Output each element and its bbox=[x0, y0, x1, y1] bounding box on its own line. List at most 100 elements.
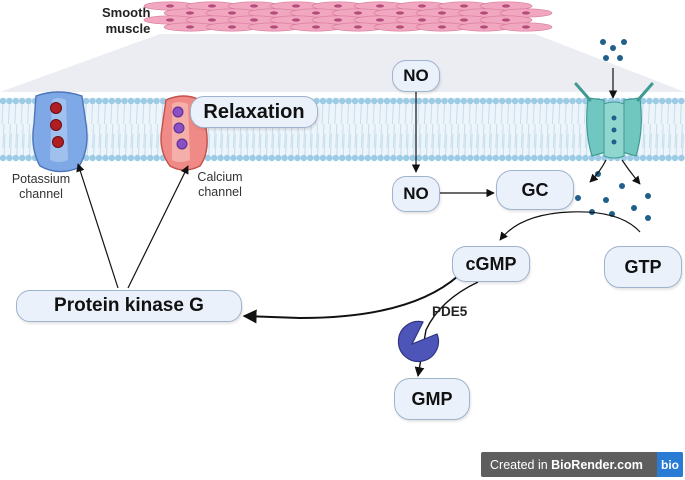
lipid-head bbox=[575, 154, 583, 162]
lipid-head bbox=[550, 97, 557, 105]
arrow-pkg-to-potassium bbox=[76, 163, 119, 289]
smooth-muscle-tissue bbox=[143, 1, 553, 32]
arrow-channel-out-left bbox=[589, 159, 607, 183]
lipid-head bbox=[159, 97, 167, 105]
lipid-head bbox=[659, 97, 666, 105]
cgmp-node: cGMP bbox=[452, 246, 530, 282]
lipid-head bbox=[313, 154, 320, 162]
arrow-gtp-to-cgmp bbox=[499, 211, 641, 241]
lipid-head bbox=[499, 97, 506, 105]
lipid-head bbox=[537, 97, 544, 105]
lipid-head bbox=[134, 154, 141, 162]
lipid-head bbox=[460, 154, 467, 162]
lipid-head bbox=[0, 97, 7, 105]
lipid-head bbox=[383, 154, 391, 162]
lipid-head bbox=[428, 97, 435, 105]
molecule-dot bbox=[645, 193, 651, 199]
lipid-head bbox=[108, 97, 116, 105]
badge-text: Created in BioRender.com bbox=[481, 458, 657, 472]
lipid-head bbox=[140, 154, 147, 162]
lipid-head bbox=[511, 97, 519, 105]
lipid-head bbox=[563, 97, 570, 105]
lipid-head bbox=[383, 97, 391, 105]
smooth-muscle-label-line2: muscle bbox=[105, 21, 151, 36]
lipid-head bbox=[524, 154, 531, 162]
lipid-head bbox=[217, 154, 224, 162]
badge-prefix: Created in bbox=[490, 457, 552, 472]
lipid-head bbox=[326, 97, 333, 105]
zoom-cone bbox=[0, 34, 685, 92]
biorender-badge: Created in BioRender.com bio bbox=[481, 452, 683, 477]
lipid-head bbox=[371, 97, 378, 105]
lipid-head bbox=[403, 97, 410, 105]
lipid-head bbox=[486, 97, 493, 105]
lipid-head bbox=[358, 154, 365, 162]
potassium-channel-icon bbox=[32, 91, 88, 173]
lipid-head bbox=[249, 154, 256, 162]
protein-kinase-g-node: Protein kinase G bbox=[16, 290, 242, 322]
lipid-head bbox=[505, 154, 512, 162]
molecule-dot bbox=[619, 183, 625, 189]
molecule-dot bbox=[631, 205, 637, 211]
lipid-head bbox=[422, 154, 429, 162]
gc-node: GC bbox=[496, 170, 574, 210]
lipid-head bbox=[441, 97, 448, 105]
lipid-head bbox=[262, 154, 269, 162]
lipid-head bbox=[339, 154, 346, 162]
lipid-head bbox=[428, 154, 435, 162]
lipid-head bbox=[121, 154, 128, 162]
lipid-head bbox=[671, 154, 679, 162]
lipid-head bbox=[287, 154, 295, 162]
lipid-head bbox=[243, 154, 250, 162]
lipid-head bbox=[518, 97, 525, 105]
lipid-head bbox=[479, 97, 487, 105]
lipid-head bbox=[204, 154, 211, 162]
no-molecules-extracellular bbox=[600, 39, 627, 61]
lipid-head bbox=[409, 154, 416, 162]
lipid-head bbox=[108, 154, 116, 162]
lipid-head bbox=[460, 97, 467, 105]
lipid-head bbox=[95, 154, 103, 162]
lipid-head bbox=[646, 97, 653, 105]
lipid-head bbox=[19, 97, 26, 105]
lipid-head bbox=[652, 97, 659, 105]
lipid-head bbox=[505, 97, 512, 105]
calcium-label-line1: Calcium bbox=[197, 170, 243, 184]
lipid-head bbox=[358, 97, 365, 105]
molecule-dot bbox=[621, 39, 627, 45]
lipid-head bbox=[396, 97, 403, 105]
lipid-head bbox=[255, 154, 263, 162]
lipid-head bbox=[499, 154, 506, 162]
lipid-head bbox=[236, 154, 243, 162]
lipid-head bbox=[467, 154, 474, 162]
lipid-head bbox=[95, 97, 103, 105]
lipid-head bbox=[377, 97, 384, 105]
lipid-head bbox=[511, 154, 519, 162]
lipid-head bbox=[102, 97, 109, 105]
lipid-head bbox=[678, 154, 685, 162]
lipid-head bbox=[371, 154, 378, 162]
lipid-head bbox=[268, 154, 275, 162]
lipid-head bbox=[390, 97, 397, 105]
lipid-head bbox=[332, 97, 339, 105]
molecule-dot bbox=[645, 215, 651, 221]
potassium-label-line1: Potassium bbox=[11, 172, 71, 186]
lipid-head bbox=[531, 97, 538, 105]
lipid-head bbox=[582, 154, 589, 162]
lipid-head bbox=[467, 97, 474, 105]
lipid-head bbox=[351, 154, 359, 162]
lipid-head bbox=[153, 154, 160, 162]
lipid-head bbox=[223, 154, 231, 162]
lipid-head bbox=[646, 154, 653, 162]
lipid-head bbox=[230, 154, 237, 162]
lipid-head bbox=[19, 154, 26, 162]
lipid-head bbox=[345, 154, 352, 162]
lipid-head bbox=[332, 154, 339, 162]
lipid-head bbox=[83, 154, 90, 162]
lipid-head bbox=[441, 154, 448, 162]
lipid-head bbox=[652, 154, 659, 162]
lipid-head bbox=[377, 154, 384, 162]
lipid-head bbox=[89, 97, 96, 105]
lipid-head bbox=[6, 154, 13, 162]
lipid-head bbox=[486, 154, 493, 162]
